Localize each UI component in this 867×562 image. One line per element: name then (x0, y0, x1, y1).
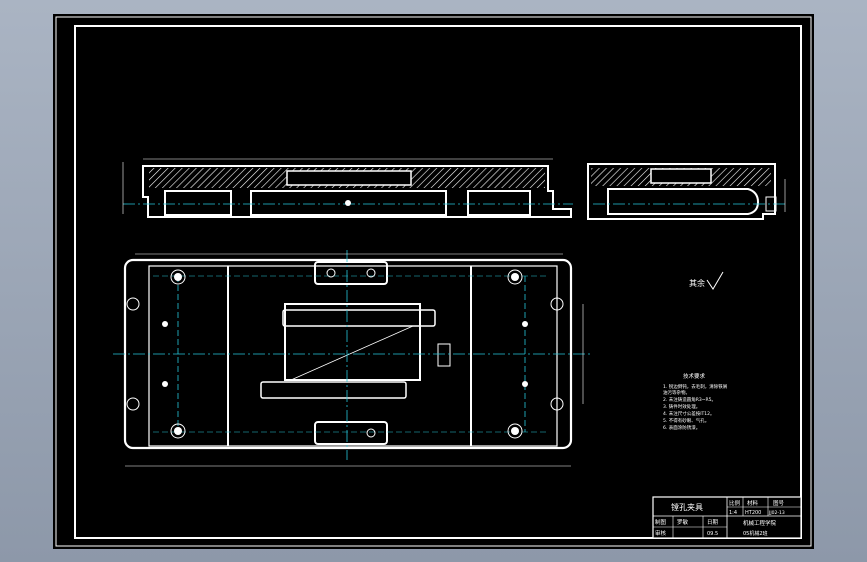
cad-viewport[interactable]: 其余 技术要求 1. 锐边倒钝，去毛刺，清除铁屑 油污等杂物。 2. 未注铸造圆… (53, 14, 814, 549)
technical-notes: 技术要求 1. 锐边倒钝，去毛刺，清除铁屑 油污等杂物。 2. 未注铸造圆角R3… (663, 372, 727, 431)
technical-drawing: 其余 技术要求 1. 锐边倒钝，去毛刺，清除铁屑 油污等杂物。 2. 未注铸造圆… (55, 16, 812, 547)
side-section-view (587, 163, 788, 220)
svg-text:HT200: HT200 (745, 510, 761, 516)
note-line: 4. 未注尺寸公差按IT12。 (663, 410, 715, 417)
svg-text:机械工程学院: 机械工程学院 (743, 519, 777, 527)
svg-text:其余: 其余 (689, 278, 705, 288)
pocket-right (467, 190, 531, 216)
boring-bracket (284, 303, 421, 381)
svg-text:图号: 图号 (773, 499, 785, 507)
drawing-frame (74, 25, 802, 539)
top-plan-view (113, 250, 593, 467)
svg-text:制图: 制图 (655, 518, 667, 526)
svg-text:罗敏: 罗敏 (677, 518, 689, 526)
sheet-border (55, 16, 812, 547)
pocket-left (164, 190, 232, 216)
top-slot (286, 170, 412, 186)
note-line: 2. 未注铸造圆角R3~R5。 (663, 396, 716, 403)
note-line: 1. 锐边倒钝，去毛刺，清除铁屑 (663, 383, 727, 390)
notes-title: 技术要求 (683, 372, 706, 380)
note-line: 油污等杂物。 (663, 389, 690, 396)
svg-text:09.5: 09.5 (707, 531, 718, 537)
svg-text:JJ02-13: JJ02-13 (768, 510, 785, 516)
note-line: 3. 铸件时效处理。 (663, 403, 700, 410)
svg-text:1:4: 1:4 (729, 510, 737, 516)
top-lug (314, 261, 388, 285)
title-block: 镗孔夹具 比例 材料 图号 1:4 HT200 JJ02-13 制图 审核 罗敏… (652, 496, 802, 539)
part-name: 镗孔夹具 (671, 502, 703, 512)
bottom-lug (314, 421, 388, 445)
svg-text:审核: 审核 (655, 529, 667, 537)
svg-text:材料: 材料 (747, 499, 759, 507)
svg-text:05机械2班: 05机械2班 (743, 530, 768, 537)
svg-text:日期: 日期 (707, 519, 719, 526)
svg-text:比例: 比例 (729, 499, 741, 507)
note-line: 5. 不得有砂眼、气孔。 (663, 417, 709, 424)
note-line: 6. 表面涂防锈漆。 (663, 424, 700, 431)
front-section-view (122, 158, 573, 218)
roughness-symbol: 其余 (689, 271, 724, 290)
